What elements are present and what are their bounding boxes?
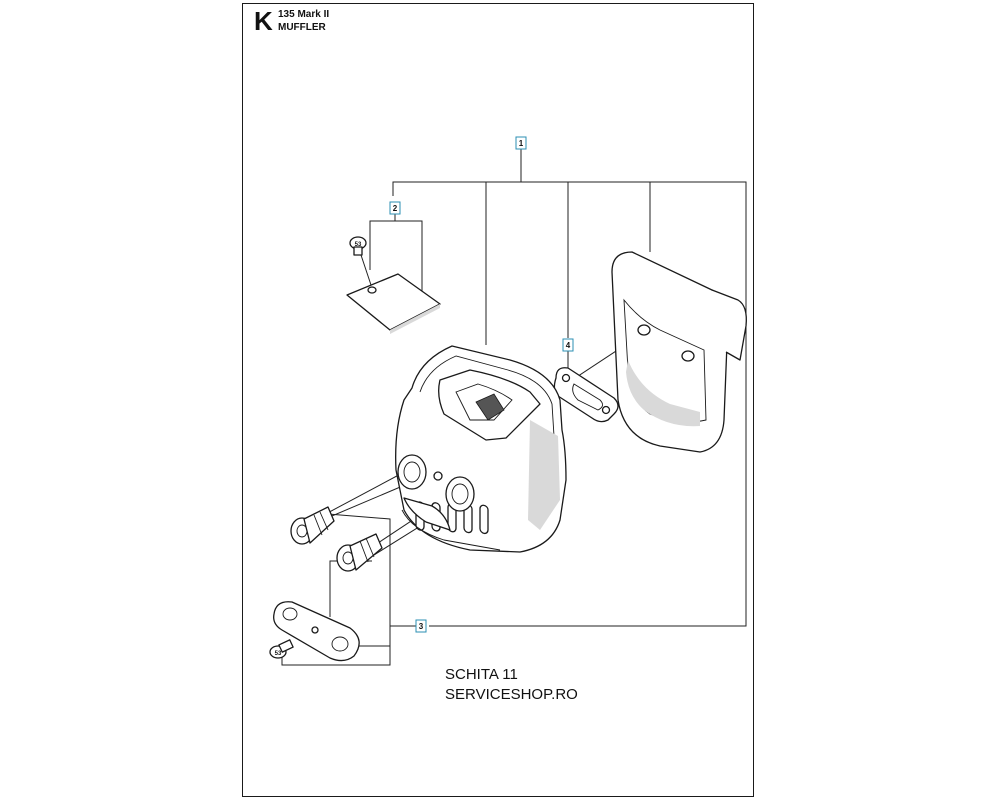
muffler-plate: [346, 273, 441, 334]
bracket-plate: [273, 601, 360, 662]
bolt-upper: [290, 506, 335, 545]
muffler-gasket: [553, 367, 619, 423]
model-title: 135 Mark II: [278, 9, 330, 20]
section-letter: K: [254, 6, 273, 36]
svg-text:53: 53: [355, 242, 362, 248]
bolt-lower: [336, 533, 383, 572]
svg-text:2: 2: [393, 204, 398, 213]
callout-1: 1: [515, 136, 527, 150]
svg-text:4: 4: [566, 341, 571, 350]
svg-text:3: 3: [419, 622, 424, 631]
part-group-title: MUFFLER: [278, 22, 326, 33]
svg-text:53: 53: [275, 651, 282, 657]
callout-4: 4: [562, 338, 574, 352]
muffler-body: [395, 345, 567, 553]
schematic-number: SCHITA 11: [445, 666, 518, 683]
svg-text:1: 1: [519, 139, 524, 148]
heat-shield: [611, 251, 747, 453]
screw-53-upper: 53: [349, 236, 367, 256]
shop-name: SERVICESHOP.RO: [445, 686, 578, 703]
callout-2: 2: [389, 201, 401, 215]
screw-53-lower: 53: [269, 639, 294, 659]
callout-3: 3: [415, 619, 427, 633]
